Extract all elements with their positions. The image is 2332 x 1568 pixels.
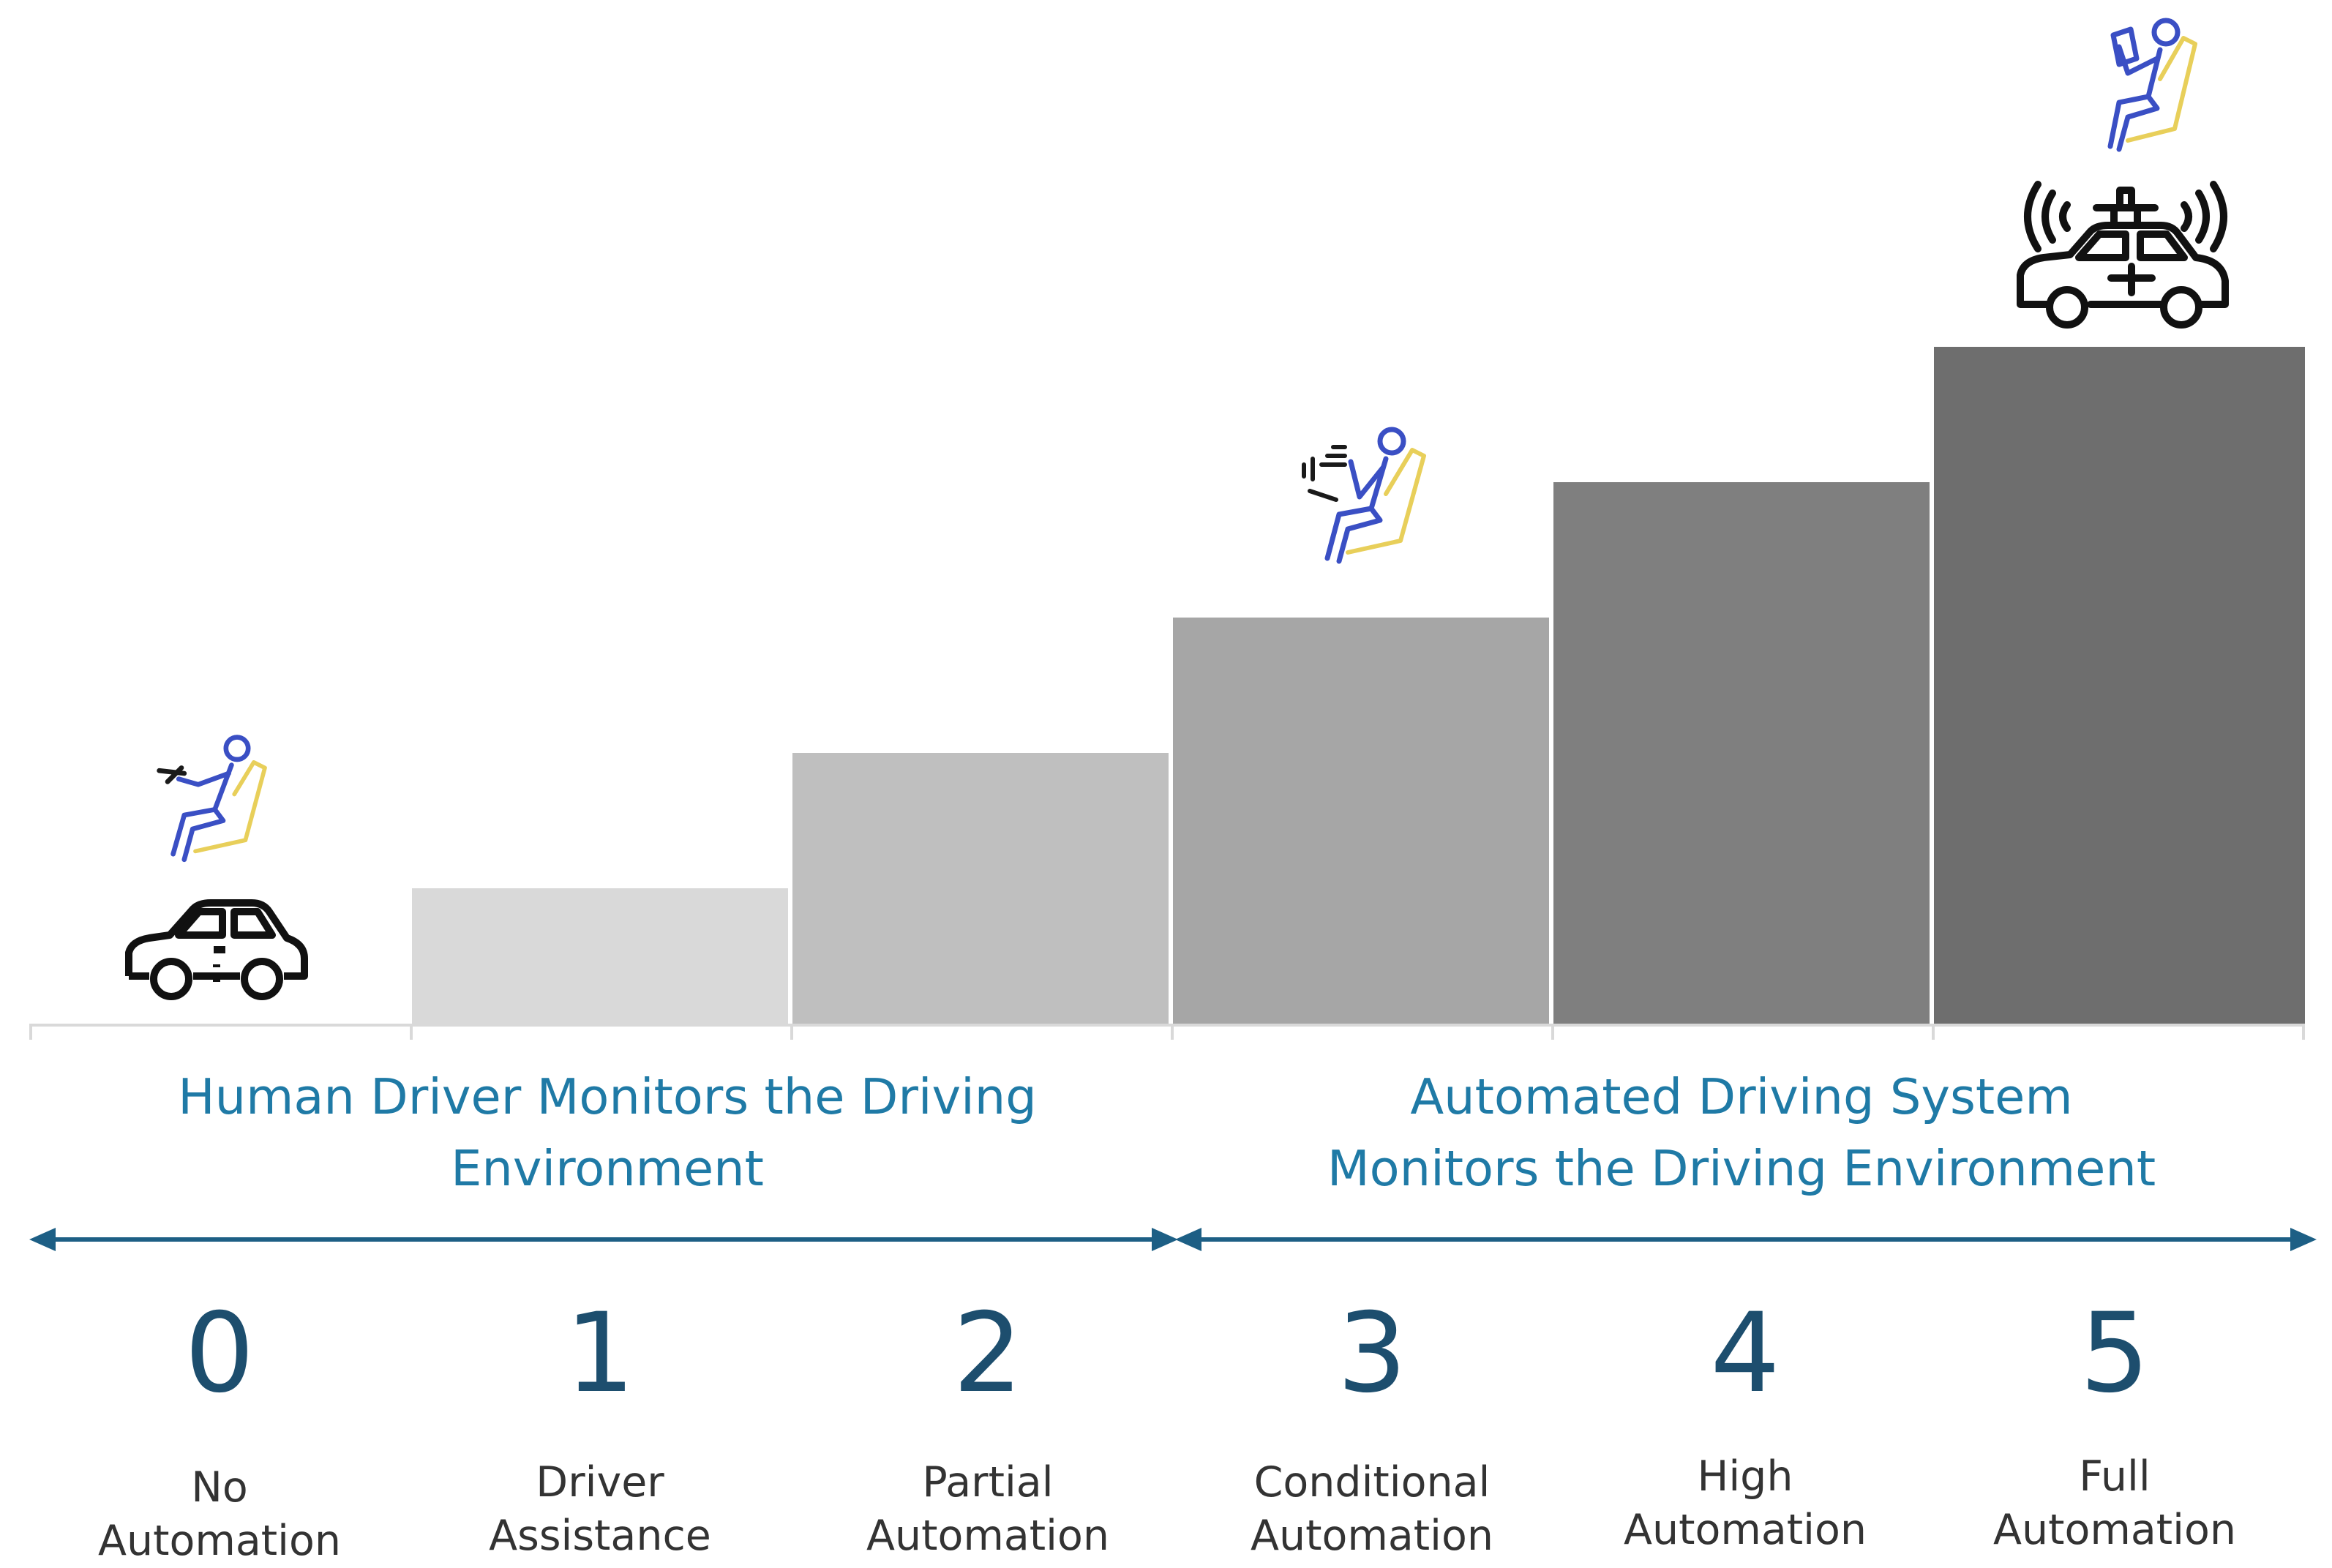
band-label-human: Human Driver Monitors the Driving Enviro… xyxy=(44,1061,1171,1204)
autonomous-car-icon xyxy=(2017,181,2229,329)
level-number-3: 3 xyxy=(1337,1290,1407,1417)
level-number-2: 2 xyxy=(953,1290,1023,1417)
level-name-line: High xyxy=(1697,1452,1793,1501)
level-name-line: Partial xyxy=(922,1458,1054,1507)
level-name-line: Automation xyxy=(1251,1512,1493,1560)
level-number-0: 0 xyxy=(184,1290,255,1417)
band-label-line: Automated Driving System xyxy=(1410,1068,2073,1125)
level-name-line: No xyxy=(191,1463,248,1512)
level-name-5: Full Automation xyxy=(1961,1450,2268,1557)
level-name-1: Driver Assistance xyxy=(446,1456,754,1563)
band-label-line: Monitors the Driving Environment xyxy=(1327,1140,2156,1197)
level-name-line: Assistance xyxy=(489,1512,711,1560)
band-label-line: Environment xyxy=(451,1140,764,1197)
level-bar-4 xyxy=(1553,482,1930,1024)
level-name-4: High Automation xyxy=(1591,1450,1899,1557)
level-name-line: Full xyxy=(2079,1452,2151,1501)
level-name-line: Automation xyxy=(98,1517,341,1565)
level-name-line: Automation xyxy=(866,1512,1109,1560)
car-icon xyxy=(125,899,308,1000)
level-number-5: 5 xyxy=(2080,1290,2150,1417)
baseline-tick xyxy=(790,1024,793,1040)
level-bar-3 xyxy=(1173,618,1549,1024)
baseline-tick xyxy=(1551,1024,1554,1040)
baseline xyxy=(29,1024,2305,1027)
baseline-tick xyxy=(29,1024,32,1040)
driver-hands-free-icon xyxy=(1302,427,1426,564)
level-name-0: No Automation xyxy=(66,1461,373,1568)
baseline-tick xyxy=(2302,1024,2305,1040)
baseline-tick xyxy=(1171,1024,1174,1040)
driver-steering-icon xyxy=(157,735,267,863)
level-name-line: Conditional xyxy=(1253,1458,1491,1507)
passenger-reading-icon xyxy=(2107,18,2197,152)
level-name-3: Conditional Automation xyxy=(1218,1456,1526,1563)
baseline-tick xyxy=(410,1024,413,1040)
band-label-automated: Automated Driving System Monitors the Dr… xyxy=(1215,1061,2268,1204)
range-arrow-automated xyxy=(1175,1228,2317,1251)
band-label-line: Human Driver Monitors the Driving xyxy=(178,1068,1037,1125)
range-arrow-human xyxy=(29,1228,1178,1251)
level-name-2: Partial Automation xyxy=(834,1456,1141,1563)
level-bar-2 xyxy=(792,753,1169,1024)
level-name-line: Driver xyxy=(536,1458,664,1507)
level-bar-1 xyxy=(412,888,788,1024)
level-bar-5 xyxy=(1934,347,2305,1024)
level-number-4: 4 xyxy=(1710,1290,1780,1417)
level-name-line: Automation xyxy=(1993,1506,2236,1554)
baseline-tick xyxy=(1932,1024,1935,1040)
level-number-1: 1 xyxy=(565,1290,635,1417)
level-name-line: Automation xyxy=(1624,1506,1867,1554)
